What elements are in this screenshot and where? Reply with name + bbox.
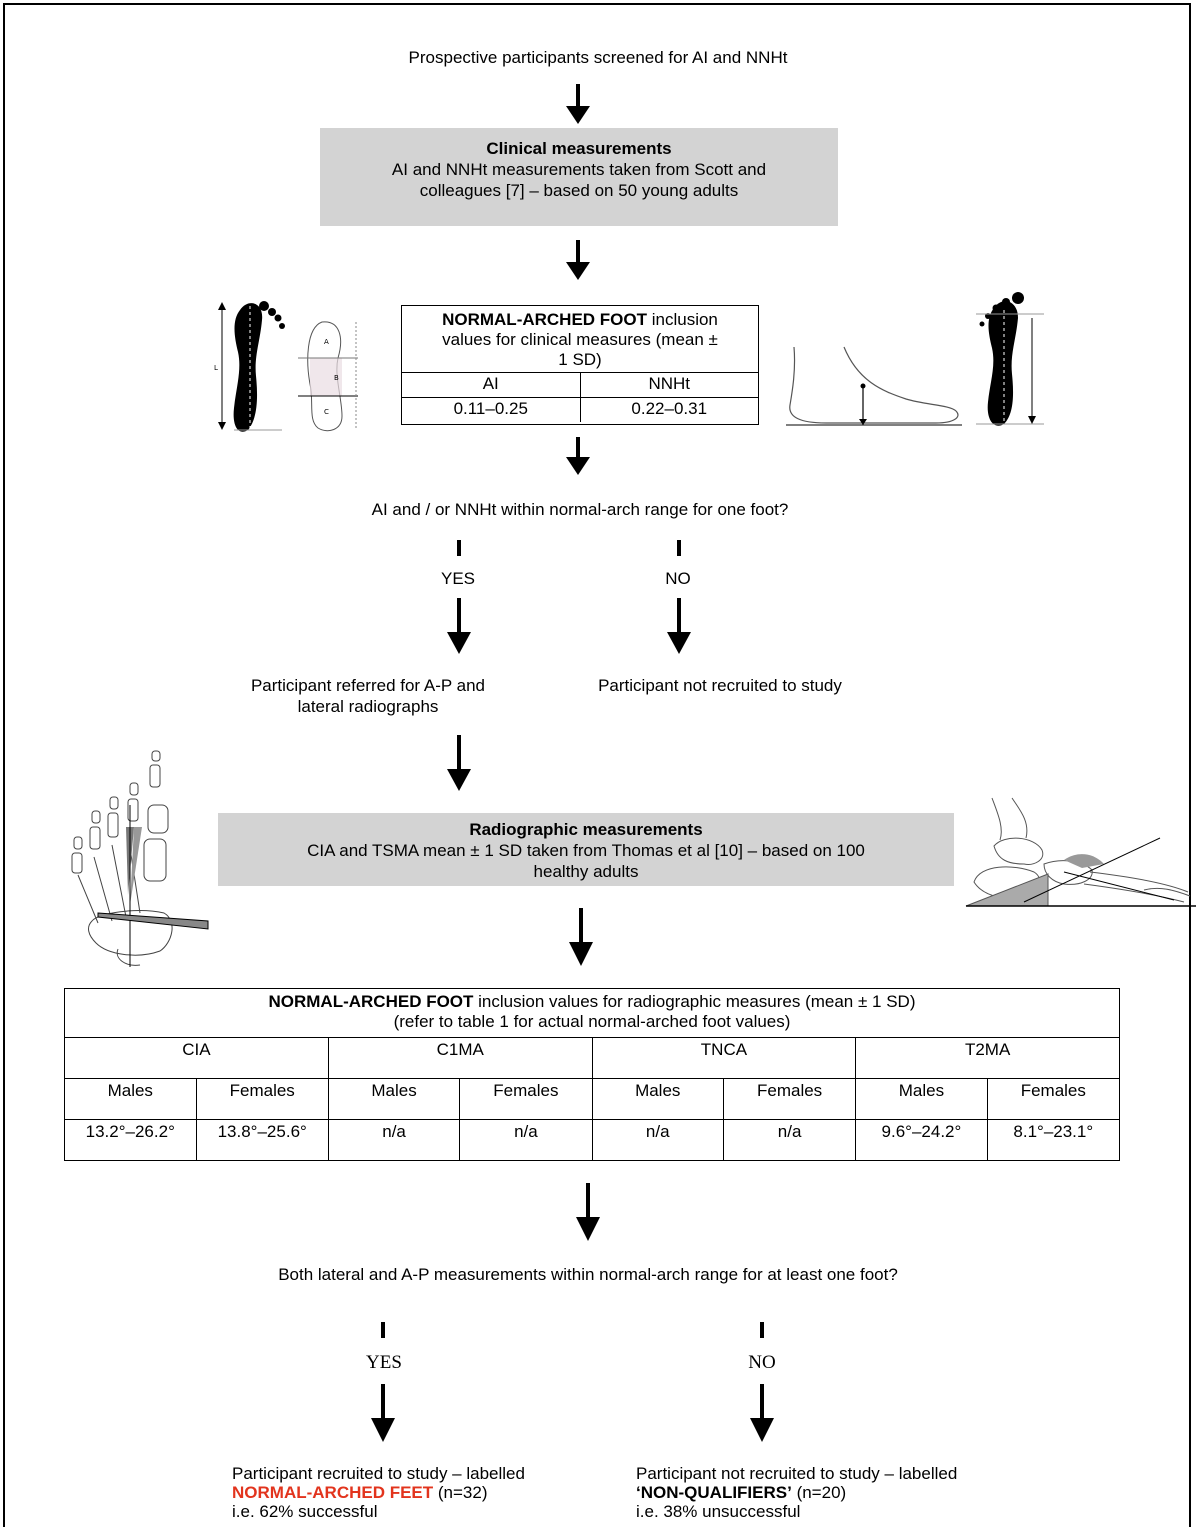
radio-sex-cell: Males — [327, 1078, 461, 1121]
radio-value-cell: 13.8°–25.6° — [195, 1119, 329, 1161]
arrow-yes-2 — [371, 1384, 395, 1442]
clinical-value-ai: 0.11–0.25 — [402, 398, 581, 422]
radio-sex-cell: Males — [591, 1078, 724, 1121]
tick-yes-2 — [381, 1322, 385, 1338]
radio-group-cia: CIA — [64, 1037, 329, 1080]
non-qualifiers-label: ‘NON-QUALIFIERS’ — [636, 1483, 792, 1502]
referred-line2: lateral radiographs — [297, 697, 439, 716]
radiographic-line2: healthy adults — [533, 862, 639, 881]
arrow-2 — [566, 240, 590, 280]
diagram-frame — [3, 3, 1191, 1527]
step-screening: Prospective participants screened for AI… — [408, 48, 788, 67]
arrow-3 — [566, 437, 590, 475]
clinical-table-title-bold: NORMAL-ARCHED FOOT — [442, 310, 648, 329]
radiographic-title: Radiographic measurements — [469, 820, 703, 839]
radio-value-cell: 13.2°–26.2° — [64, 1119, 197, 1161]
clinical-header-ai: AI — [402, 373, 581, 397]
radio-table-title-rest: inclusion values for radiographic measur… — [473, 992, 916, 1011]
no-label-2: NO — [748, 1352, 776, 1373]
footprint-arch-index-icon: A B C — [298, 321, 358, 432]
radio-group-tnca: TNCA — [591, 1037, 857, 1080]
lateral-radiograph-foot-icon — [965, 797, 1196, 907]
question-radiographic-range: Both lateral and A-P measurements within… — [278, 1265, 898, 1284]
nonqual-count: (n=20) — [791, 1483, 847, 1502]
radio-table-title-bold: NORMAL-ARCHED FOOT — [268, 992, 474, 1011]
recruited-count: (n=32) — [433, 1483, 488, 1502]
radiographic-measurements-box: Radiographic measurements CIA and TSMA m… — [218, 813, 954, 886]
radio-value-cell: 8.1°–23.1° — [986, 1119, 1121, 1161]
arrow-yes-1 — [447, 598, 471, 654]
clinical-header-nnht: NNHt — [648, 374, 691, 393]
radio-sex-cell: Females — [195, 1078, 329, 1121]
yes-label-1: YES — [440, 569, 476, 588]
radio-sex-cell: Males — [855, 1078, 988, 1121]
radio-value-cell: 9.6°–24.2° — [855, 1119, 988, 1161]
radio-value-cell: n/a — [591, 1119, 724, 1161]
arrow-6 — [576, 1183, 600, 1241]
clinical-line2: colleagues [7] – based on 50 young adult… — [419, 181, 739, 200]
clinical-table-title: NORMAL-ARCHED FOOT inclusion values for … — [402, 306, 758, 373]
arrow-5 — [569, 908, 593, 966]
yes-label-2: YES — [366, 1352, 402, 1373]
arrow-4 — [447, 735, 471, 791]
ap-radiograph-foot-icon — [71, 750, 209, 967]
nonqual-line1: Participant not recruited to study – lab… — [636, 1464, 958, 1483]
clinical-inclusion-table: NORMAL-ARCHED FOOT inclusion values for … — [401, 305, 759, 425]
question-clinical-range: AI and / or NNHt within normal-arch rang… — [371, 500, 789, 519]
tick-no-2 — [760, 1322, 764, 1338]
no-label-1: NO — [665, 569, 691, 588]
clinical-table-title-line3: 1 SD) — [558, 350, 602, 369]
non-qualifiers-outcome: Participant not recruited to study – lab… — [636, 1464, 1036, 1521]
radio-sex-cell: Females — [986, 1078, 1121, 1121]
nonqual-line3: i.e. 38% unsuccessful — [636, 1502, 801, 1521]
radio-sex-cell: Females — [459, 1078, 593, 1121]
clinical-title: Clinical measurements — [486, 139, 672, 158]
tick-yes-1 — [457, 540, 461, 556]
recruited-line3: i.e. 62% successful — [232, 1502, 378, 1521]
foot-label-c: C — [324, 408, 329, 416]
radio-group-c1ma: C1MA — [327, 1037, 593, 1080]
tick-no-1 — [677, 540, 681, 556]
radio-value-cell: n/a — [459, 1119, 593, 1161]
foot-label-a: A — [324, 338, 329, 346]
radio-value-cell: n/a — [327, 1119, 461, 1161]
radiographic-line1: CIA and TSMA mean ± 1 SD taken from Thom… — [307, 841, 865, 860]
radio-table-title: NORMAL-ARCHED FOOT inclusion values for … — [64, 987, 1120, 1039]
arrow-1 — [566, 84, 590, 124]
clinical-measurements-box: Clinical measurements AI and NNHt measur… — [320, 128, 838, 226]
clinical-line1: AI and NNHt measurements taken from Scot… — [391, 160, 767, 179]
referred-for-radiographs: Participant referred for A-P and lateral… — [218, 675, 518, 717]
radiographic-inclusion-table: NORMAL-ARCHED FOOT inclusion values for … — [64, 987, 1121, 1161]
footprint-right-icon — [976, 292, 1044, 426]
arrow-no-2 — [750, 1384, 774, 1442]
foot-label-l: L — [214, 364, 218, 372]
foot-side-navicular-height-icon — [786, 346, 962, 426]
recruited-line1: Participant recruited to study – labelle… — [232, 1464, 525, 1483]
radio-sex-cell: Males — [64, 1078, 197, 1121]
footprint-length-icon: L — [214, 300, 285, 432]
radio-sex-cell: Females — [722, 1078, 857, 1121]
radio-table-subtitle: (refer to table 1 for actual normal-arch… — [393, 1012, 791, 1031]
radio-value-cell: n/a — [722, 1119, 857, 1161]
clinical-value-nnht: 0.22–0.31 — [631, 399, 708, 418]
arrow-no-1 — [667, 598, 691, 654]
foot-label-b: B — [334, 374, 339, 382]
radio-group-t2ma: T2MA — [855, 1037, 1120, 1080]
referred-line1: Participant referred for A-P and — [250, 676, 486, 695]
clinical-table-title-rest: inclusion — [647, 310, 718, 329]
clinical-table-title-line2: values for clinical measures (mean ± — [442, 330, 718, 349]
recruited-outcome: Participant recruited to study – labelle… — [232, 1464, 602, 1521]
not-recruited-1: Participant not recruited to study — [598, 676, 842, 695]
normal-arched-feet-label: NORMAL-ARCHED FEET — [232, 1483, 434, 1502]
